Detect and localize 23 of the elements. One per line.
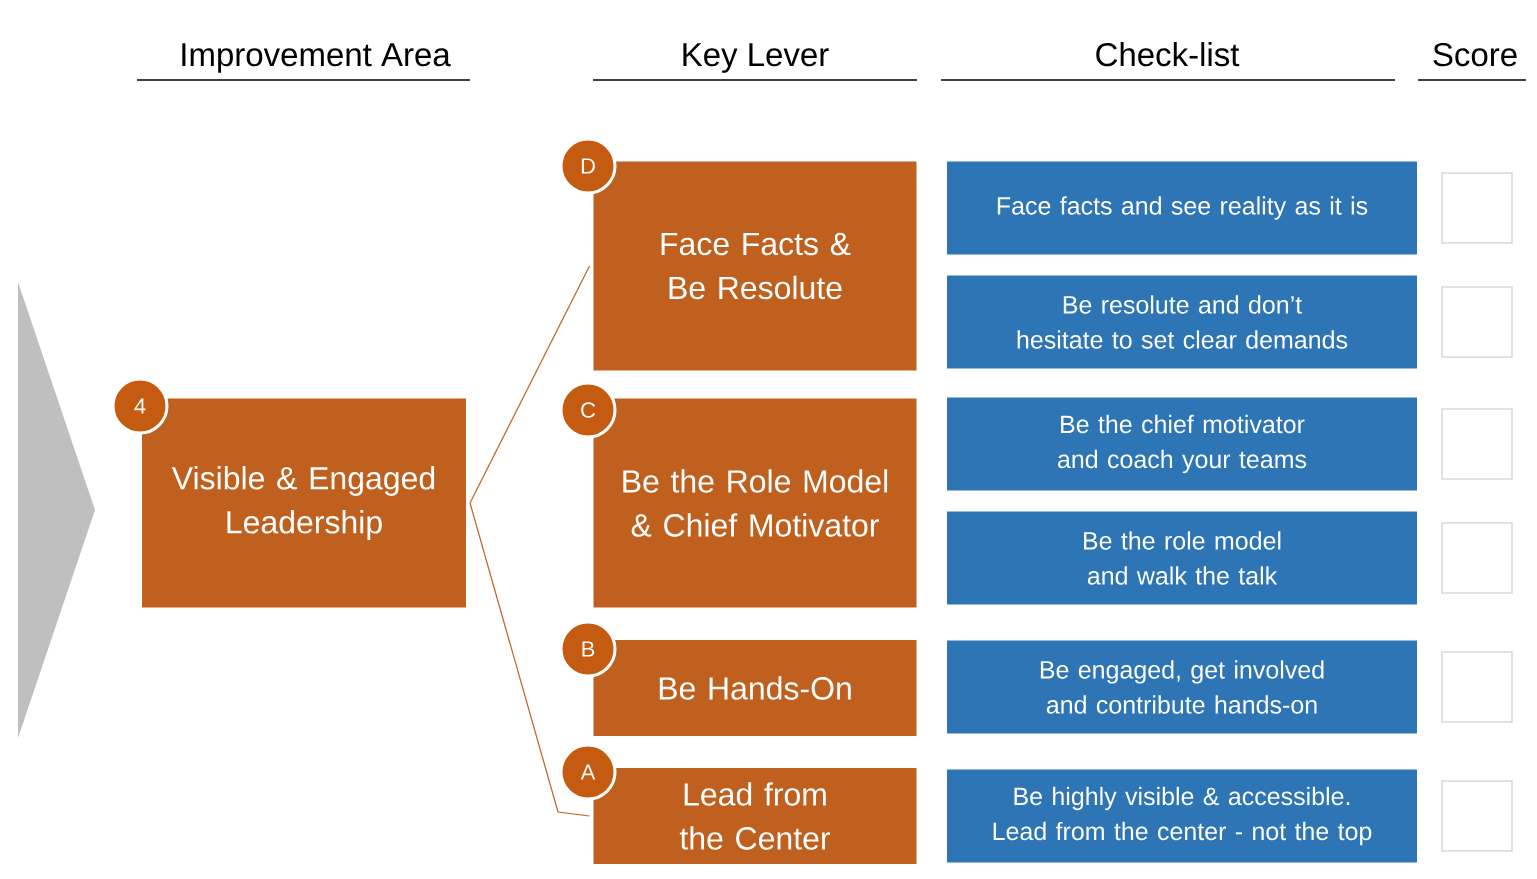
number-badge: C <box>559 381 617 439</box>
score-box <box>1441 651 1513 723</box>
number-badge: A <box>559 743 617 801</box>
checklist-box: Face facts and see reality as it is <box>947 161 1417 255</box>
score-box <box>1441 522 1513 594</box>
connector-line <box>469 265 591 504</box>
connector-line <box>469 502 591 817</box>
checklist-box: Be the chief motivator and coach your teams <box>947 397 1417 491</box>
score-box <box>1441 286 1513 358</box>
column-heading: Score <box>1433 42 1517 67</box>
score-box <box>1441 172 1513 244</box>
score-box <box>1441 780 1513 852</box>
checklist-box: Be resolute and don’t hesitate to set clear demands <box>947 275 1417 369</box>
column-heading: Key Lever <box>683 43 829 73</box>
column-heading: Improvement Area <box>182 43 451 73</box>
column-heading: Check-list <box>1096 42 1240 67</box>
checklist-box: Be the role model and walk the talk <box>947 511 1417 605</box>
score-box <box>1441 408 1513 480</box>
number-badge: B <box>559 620 617 678</box>
number-badge: 4 <box>111 377 169 435</box>
checklist-box: Be highly visible & accessible. Lead from the center - not the top <box>947 769 1417 863</box>
checklist-box: Be engaged, get involved and contribute hands-on <box>947 640 1417 734</box>
number-badge: D <box>559 137 617 195</box>
